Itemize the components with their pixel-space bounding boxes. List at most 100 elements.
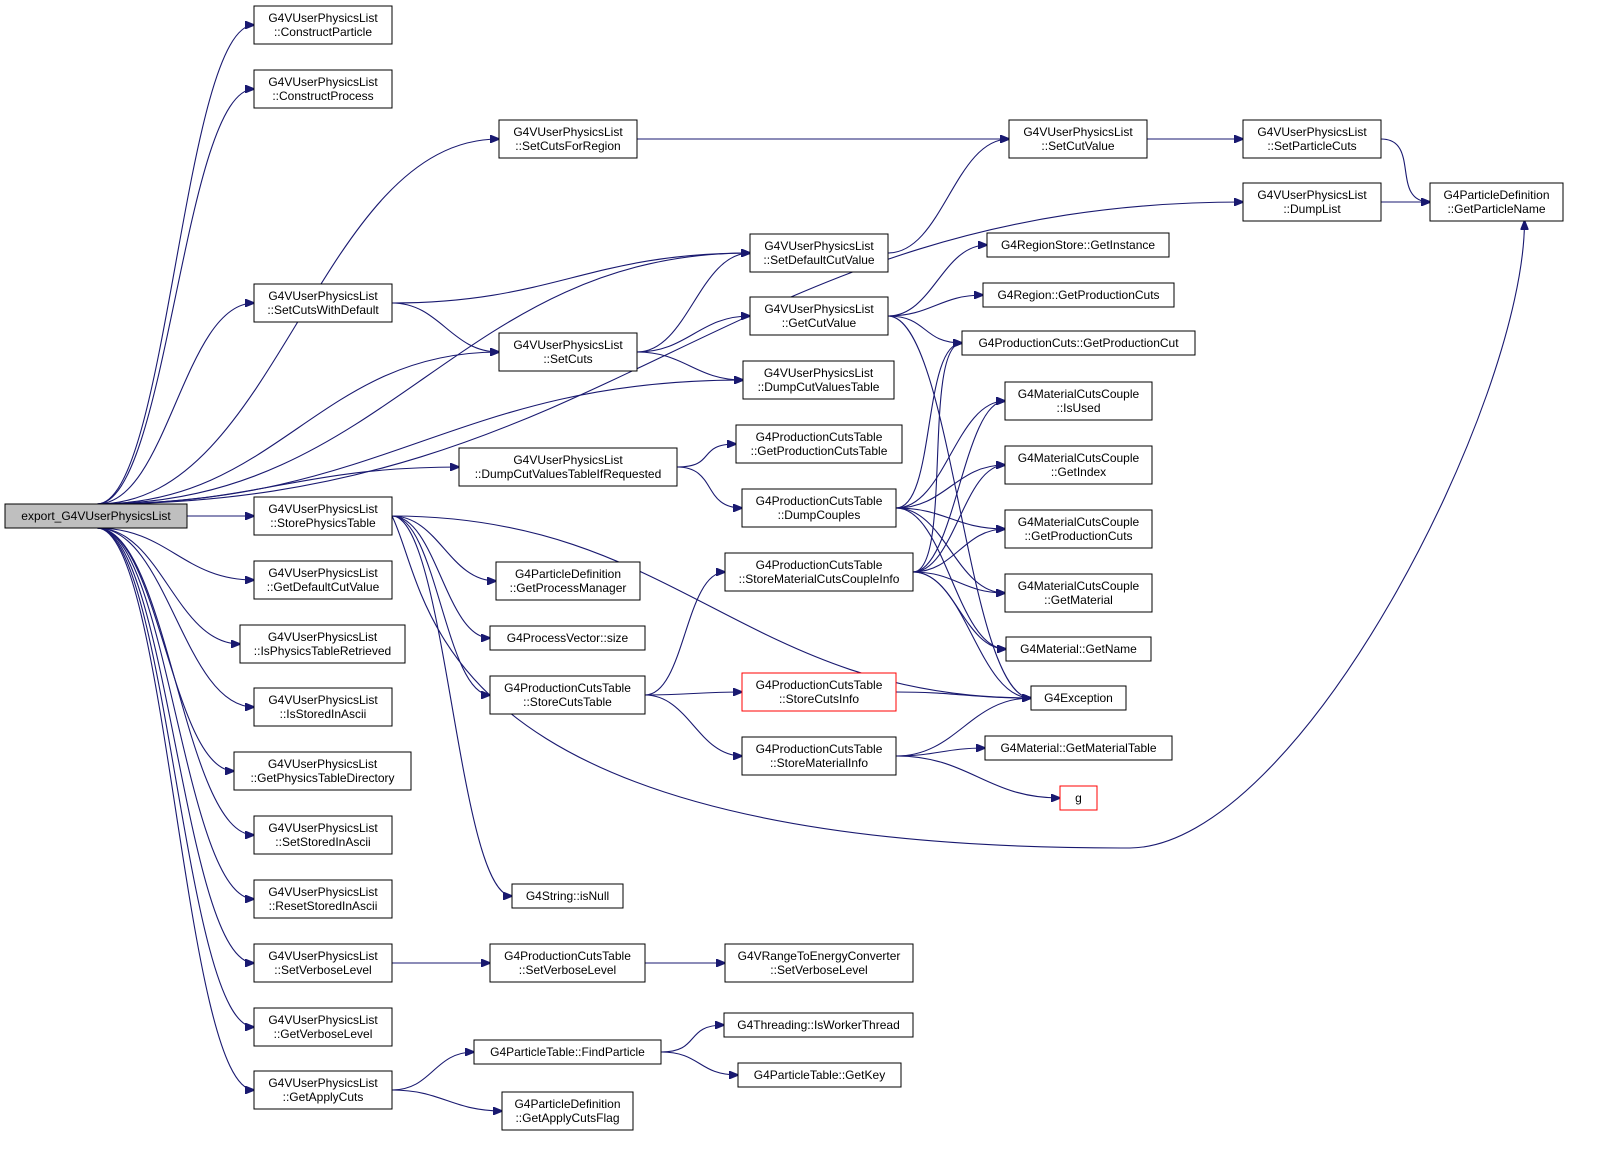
node-box bbox=[724, 552, 914, 592]
node-label: G4ParticleDefinition bbox=[1443, 188, 1549, 202]
node-set-verbose-level[interactable]: G4VUserPhysicsList::SetVerboseLevel bbox=[253, 943, 393, 983]
edge-get-cut-value-to-region-store-get-instance bbox=[887, 245, 987, 317]
edge-pct-dump-couples-to-mcc-get-production-cuts bbox=[895, 507, 1005, 529]
node-get-cut-value[interactable]: G4VUserPhysicsList::GetCutValue bbox=[749, 296, 889, 336]
node-set-stored-in-ascii[interactable]: G4VUserPhysicsList::SetStoredInAscii bbox=[253, 815, 393, 855]
node-label: ::SetCutValue bbox=[1041, 139, 1114, 153]
node-region-get-production-cuts[interactable]: G4Region::GetProductionCuts bbox=[982, 282, 1175, 308]
node-dump-cut-values-table-if-requested[interactable]: G4VUserPhysicsList::DumpCutValuesTableIf… bbox=[458, 447, 678, 487]
node-label: G4VUserPhysicsList bbox=[268, 289, 378, 303]
node-material-get-material-table[interactable]: G4Material::GetMaterialTable bbox=[984, 735, 1173, 761]
node-label: ::GetPhysicsTableDirectory bbox=[250, 771, 394, 785]
node-get-physics-table-directory[interactable]: G4VUserPhysicsList::GetPhysicsTableDirec… bbox=[233, 751, 412, 791]
node-label: G4Region::GetProductionCuts bbox=[997, 288, 1159, 302]
node-is-stored-in-ascii[interactable]: G4VUserPhysicsList::IsStoredInAscii bbox=[253, 687, 393, 727]
edge-pct-store-material-info-to-g4-exception bbox=[895, 698, 1031, 757]
node-particle-table-get-key[interactable]: G4ParticleTable::GetKey bbox=[737, 1062, 902, 1088]
node-is-physics-table-retrieved[interactable]: G4VUserPhysicsList::IsPhysicsTableRetrie… bbox=[239, 624, 406, 664]
node-label: ::GetVerboseLevel bbox=[274, 1027, 373, 1041]
node-pct-set-verbose-level[interactable]: G4ProductionCutsTable::SetVerboseLevel bbox=[489, 943, 646, 983]
node-box bbox=[239, 624, 406, 664]
node-get-default-cut-value[interactable]: G4VUserPhysicsList::GetDefaultCutValue bbox=[253, 560, 393, 600]
node-construct-particle[interactable]: G4VUserPhysicsList::ConstructParticle bbox=[253, 5, 393, 45]
node-set-cut-value[interactable]: G4VUserPhysicsList::SetCutValue bbox=[1008, 119, 1148, 159]
node-threading-is-worker-thread[interactable]: G4Threading::IsWorkerThread bbox=[723, 1012, 914, 1038]
node-mcc-get-index[interactable]: G4MaterialCutsCouple::GetIndex bbox=[1004, 445, 1153, 485]
node-construct-process[interactable]: G4VUserPhysicsList::ConstructProcess bbox=[253, 69, 393, 109]
edge-pct-store-material-cuts-couple-info-to-mcc-get-index bbox=[912, 465, 1005, 573]
node-set-default-cut-value[interactable]: G4VUserPhysicsList::SetDefaultCutValue bbox=[749, 233, 889, 273]
node-pct-store-material-cuts-couple-info[interactable]: G4ProductionCutsTable::StoreMaterialCuts… bbox=[724, 552, 914, 592]
node-string-is-null[interactable]: G4String::isNull bbox=[511, 883, 624, 909]
node-box bbox=[4, 503, 188, 529]
node-label: G4MaterialCutsCouple bbox=[1018, 579, 1140, 593]
node-mcc-is-used[interactable]: G4MaterialCutsCouple::IsUsed bbox=[1004, 381, 1153, 421]
node-box bbox=[735, 424, 903, 464]
node-set-cuts-with-default[interactable]: G4VUserPhysicsList::SetCutsWithDefault bbox=[253, 283, 393, 323]
node-mcc-get-material[interactable]: G4MaterialCutsCouple::GetMaterial bbox=[1004, 573, 1153, 613]
node-label: ::SetStoredInAscii bbox=[275, 835, 370, 849]
node-label: ::GetMaterial bbox=[1044, 593, 1113, 607]
node-label: ::StoreCutsTable bbox=[523, 695, 612, 709]
node-label: ::GetCutValue bbox=[782, 316, 857, 330]
node-label: G4ProductionCutsTable bbox=[504, 949, 631, 963]
node-box bbox=[749, 233, 889, 273]
node-pct-store-cuts-table[interactable]: G4ProductionCutsTable::StoreCutsTable bbox=[489, 675, 646, 715]
node-label: ::DumpCutValuesTableIfRequested bbox=[475, 467, 662, 481]
node-label: ::SetCutsWithDefault bbox=[267, 303, 379, 317]
node-box bbox=[511, 883, 624, 909]
edge-pct-store-cuts-table-to-pct-store-material-info bbox=[644, 694, 742, 756]
edge-store-physics-table-to-string-is-null bbox=[391, 515, 512, 896]
node-reset-stored-in-ascii[interactable]: G4VUserPhysicsList::ResetStoredInAscii bbox=[253, 879, 393, 919]
node-box bbox=[961, 330, 1196, 356]
node-box bbox=[1004, 509, 1153, 549]
node-box bbox=[253, 879, 393, 919]
node-pct-dump-couples[interactable]: G4ProductionCutsTable::DumpCouples bbox=[741, 488, 897, 528]
node-label: G4ProductionCutsTable bbox=[756, 742, 883, 756]
node-root[interactable]: export_G4VUserPhysicsList bbox=[4, 503, 188, 529]
node-get-verbose-level[interactable]: G4VUserPhysicsList::GetVerboseLevel bbox=[253, 1007, 393, 1047]
edge-pct-store-material-cuts-couple-info-to-mcc-is-used bbox=[912, 401, 1005, 573]
node-mcc-get-production-cuts[interactable]: G4MaterialCutsCouple::GetProductionCuts bbox=[1004, 509, 1153, 549]
node-production-cuts-get-production-cut[interactable]: G4ProductionCuts::GetProductionCut bbox=[961, 330, 1196, 356]
node-g[interactable]: g bbox=[1059, 785, 1098, 811]
node-label: G4String::isNull bbox=[526, 889, 609, 903]
node-box bbox=[253, 1007, 393, 1047]
node-pct-get-production-cuts-table[interactable]: G4ProductionCutsTable::GetProductionCuts… bbox=[735, 424, 903, 464]
node-dump-list[interactable]: G4VUserPhysicsList::DumpList bbox=[1242, 182, 1382, 222]
node-set-cuts-for-region[interactable]: G4VUserPhysicsList::SetCutsForRegion bbox=[498, 119, 638, 159]
edge-pct-dump-couples-to-mcc-get-index bbox=[895, 465, 1005, 509]
node-pct-store-material-info[interactable]: G4ProductionCutsTable::StoreMaterialInfo bbox=[741, 736, 897, 776]
node-particle-table-find-particle[interactable]: G4ParticleTable::FindParticle bbox=[473, 1039, 662, 1065]
node-process-vector-size[interactable]: G4ProcessVector::size bbox=[489, 625, 646, 651]
node-pd-get-process-manager[interactable]: G4ParticleDefinition::GetProcessManager bbox=[495, 561, 641, 601]
node-pct-store-cuts-info[interactable]: G4ProductionCutsTable::StoreCutsInfo bbox=[741, 672, 897, 712]
node-set-particle-cuts[interactable]: G4VUserPhysicsList::SetParticleCuts bbox=[1242, 119, 1382, 159]
node-g4-exception[interactable]: G4Exception bbox=[1030, 685, 1127, 711]
node-store-physics-table[interactable]: G4VUserPhysicsList::StorePhysicsTable bbox=[253, 496, 393, 536]
edge-pct-store-material-cuts-couple-info-to-mcc-get-production-cuts bbox=[912, 529, 1005, 573]
node-get-particle-name[interactable]: G4ParticleDefinition::GetParticleName bbox=[1429, 182, 1564, 222]
node-box bbox=[1242, 119, 1382, 159]
node-label: ::IsStoredInAscii bbox=[280, 707, 367, 721]
edge-set-cuts-with-default-to-set-default-cut-value bbox=[391, 253, 750, 304]
node-box bbox=[253, 69, 393, 109]
node-material-get-name[interactable]: G4Material::GetName bbox=[1005, 636, 1152, 662]
node-label: G4VUserPhysicsList bbox=[268, 630, 378, 644]
node-label: ::SetParticleCuts bbox=[1267, 139, 1356, 153]
node-rtec-set-verbose-level[interactable]: G4VRangeToEnergyConverter::SetVerboseLev… bbox=[724, 943, 914, 983]
edge-set-cuts-with-default-to-set-cuts bbox=[391, 302, 499, 352]
edge-root-to-set-cuts-with-default bbox=[96, 303, 254, 505]
node-dump-cut-values-table[interactable]: G4VUserPhysicsList::DumpCutValuesTable bbox=[742, 360, 895, 400]
node-get-apply-cuts[interactable]: G4VUserPhysicsList::GetApplyCuts bbox=[253, 1070, 393, 1110]
node-label: G4ParticleDefinition bbox=[514, 1097, 620, 1111]
node-pd-get-apply-cuts-flag[interactable]: G4ParticleDefinition::GetApplyCutsFlag bbox=[501, 1091, 634, 1131]
edge-pct-store-material-info-to-g bbox=[895, 755, 1060, 798]
node-label: G4VUserPhysicsList bbox=[513, 125, 623, 139]
node-label: G4ProductionCutsTable bbox=[756, 558, 883, 572]
node-box bbox=[489, 943, 646, 983]
node-box bbox=[982, 282, 1175, 308]
node-label: G4VUserPhysicsList bbox=[268, 502, 378, 516]
node-set-cuts[interactable]: G4VUserPhysicsList::SetCuts bbox=[498, 332, 638, 372]
node-region-store-get-instance[interactable]: G4RegionStore::GetInstance bbox=[986, 232, 1170, 258]
